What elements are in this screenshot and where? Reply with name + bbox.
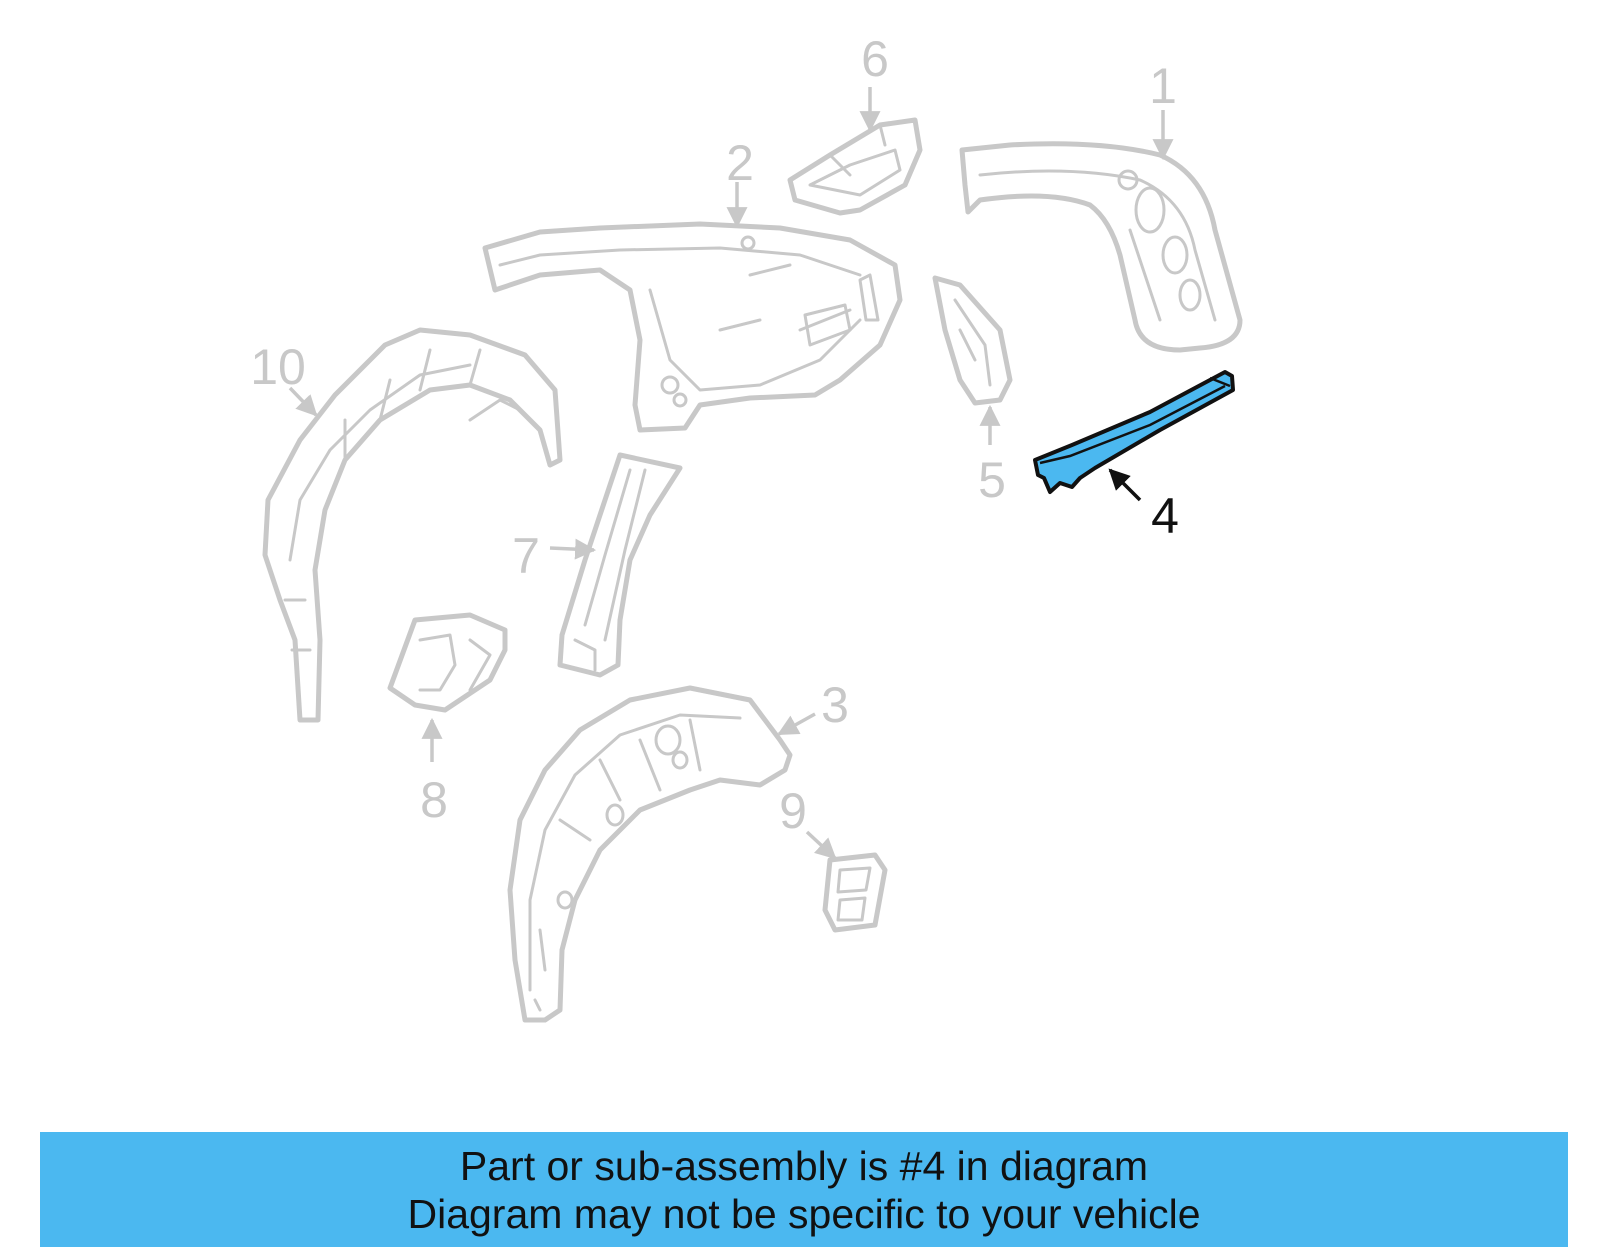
part-7-pillar[interactable]	[557, 452, 683, 678]
part-4-rail-highlighted[interactable]	[1033, 370, 1235, 494]
part-3-wheelhouse-inner[interactable]	[507, 685, 793, 1023]
callout-2[interactable]: 2	[726, 135, 754, 191]
part-9-bracket[interactable]	[822, 852, 888, 933]
callout-10[interactable]: 10	[250, 339, 306, 395]
leader-4	[1108, 468, 1142, 502]
parts-diagram: 1 2 3 4 5 6 7 8 9 10	[250, 31, 1243, 1023]
banner-line-disclaimer: Diagram may not be specific to your vehi…	[407, 1190, 1201, 1237]
callout-7[interactable]: 7	[512, 528, 540, 584]
part-8-bracket[interactable]	[387, 612, 508, 713]
leader-7	[549, 538, 597, 560]
banner-line-part-number: Part or sub-assembly is #4 in diagram	[459, 1142, 1149, 1189]
callout-4[interactable]: 4	[1151, 488, 1179, 544]
part-1-quarter-inner-upper[interactable]	[959, 141, 1243, 353]
part-5-reinforcement[interactable]	[932, 275, 1013, 406]
part-6-bracket[interactable]	[787, 117, 923, 216]
callout-9[interactable]: 9	[779, 783, 807, 839]
leader-9	[805, 830, 837, 860]
leader-3	[777, 712, 816, 736]
callout-3[interactable]: 3	[821, 677, 849, 733]
callout-1[interactable]: 1	[1149, 58, 1177, 114]
callout-6[interactable]: 6	[861, 31, 889, 87]
part-10-wheelhouse-outer[interactable]	[262, 327, 563, 723]
leader-10	[288, 386, 318, 417]
leader-lines	[288, 87, 1174, 860]
callout-5[interactable]: 5	[978, 452, 1006, 508]
callout-8[interactable]: 8	[420, 772, 448, 828]
info-banner: Part or sub-assembly is #4 in diagram Di…	[40, 1132, 1568, 1247]
callout-labels: 1 2 3 4 5 6 7 8 9 10	[250, 31, 1179, 839]
